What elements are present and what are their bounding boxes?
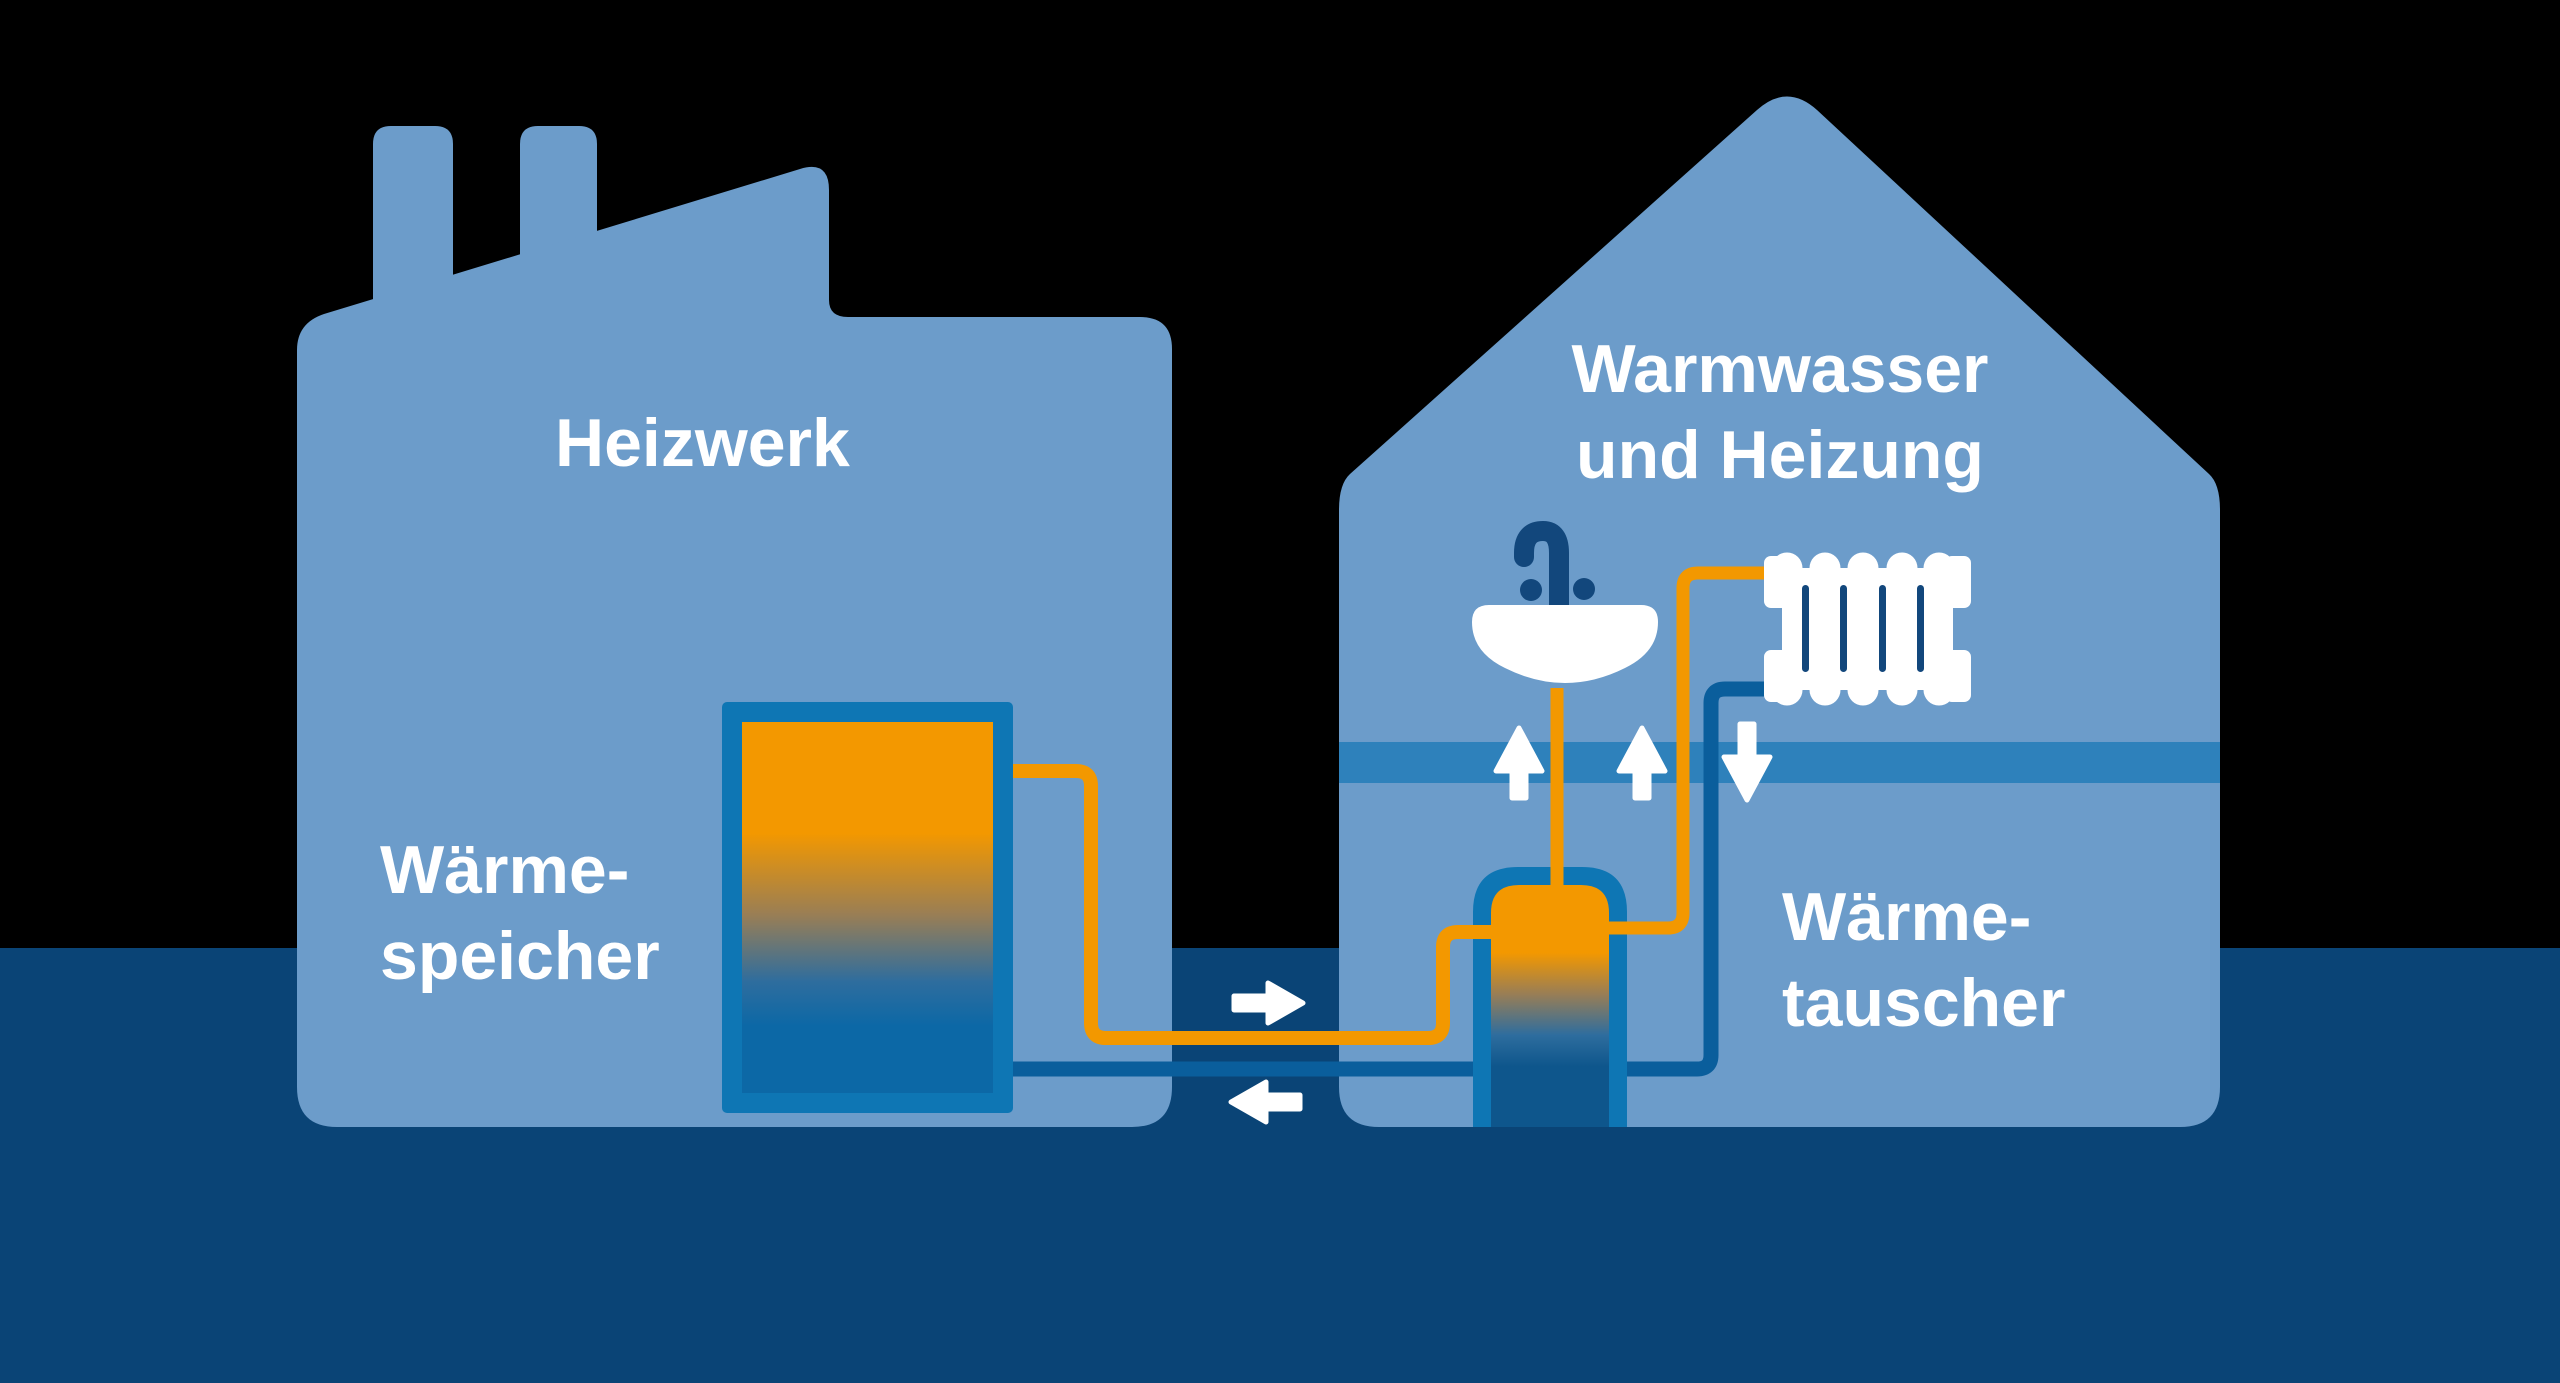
radiator-bump bbox=[1886, 552, 1918, 584]
sink-icon bbox=[1472, 520, 1658, 683]
storage-tank-label-line2: speicher bbox=[380, 918, 660, 994]
house-label-line1: Warmwasser bbox=[1571, 331, 1989, 407]
heat-exchanger-fill bbox=[1491, 885, 1609, 1127]
supply-pipe bbox=[1013, 764, 1500, 1045]
radiator-slit bbox=[1879, 585, 1886, 672]
radiator-bump bbox=[1923, 674, 1955, 706]
faucet-icon bbox=[1514, 520, 1569, 622]
heat-exchanger-label-line1: Wärme- bbox=[1782, 879, 2032, 955]
arrow-up-icon bbox=[1493, 725, 1545, 801]
sink-basin bbox=[1472, 605, 1658, 683]
faucet-handle-right-icon bbox=[1573, 578, 1595, 600]
storage-tank-fill bbox=[742, 722, 993, 1093]
radiator-slit bbox=[1802, 585, 1809, 672]
radiator-bump bbox=[1809, 552, 1841, 584]
return-pipe bbox=[1013, 681, 1770, 1077]
radiator-bump bbox=[1923, 552, 1955, 584]
radiator-bump bbox=[1771, 674, 1803, 706]
arrow-left-icon bbox=[1228, 1079, 1303, 1125]
radiator-bump bbox=[1847, 674, 1879, 706]
house-label: Warmwasser und Heizung bbox=[1430, 326, 2130, 498]
house-silhouette bbox=[1339, 96, 2220, 1127]
radiator-bump bbox=[1847, 552, 1879, 584]
radiator-bump bbox=[1886, 674, 1918, 706]
radiator-bump bbox=[1809, 674, 1841, 706]
arrow-down-icon bbox=[1721, 721, 1773, 803]
arrow-up-icon bbox=[1616, 725, 1668, 801]
floor-band bbox=[1339, 742, 2220, 783]
house-label-line2: und Heizung bbox=[1576, 417, 1984, 493]
storage-tank-label: Wärme-speicher bbox=[380, 827, 660, 999]
faucet-handle-left-icon bbox=[1520, 579, 1542, 601]
radiator-supply-pipe bbox=[1605, 566, 1770, 935]
radiator-body bbox=[1782, 568, 1953, 690]
radiator-bump bbox=[1771, 552, 1803, 584]
arrow-right-icon bbox=[1231, 980, 1306, 1026]
factory-label: Heizwerk bbox=[555, 405, 850, 481]
radiator-icon bbox=[1764, 552, 1971, 706]
radiator-slit bbox=[1840, 585, 1847, 672]
heat-exchanger-label-line2: tauscher bbox=[1782, 965, 2066, 1041]
heat-exchanger-label: Wärme-tauscher bbox=[1782, 874, 2065, 1046]
storage-tank-label-line1: Wärme- bbox=[380, 832, 630, 908]
radiator-slit bbox=[1917, 585, 1924, 672]
